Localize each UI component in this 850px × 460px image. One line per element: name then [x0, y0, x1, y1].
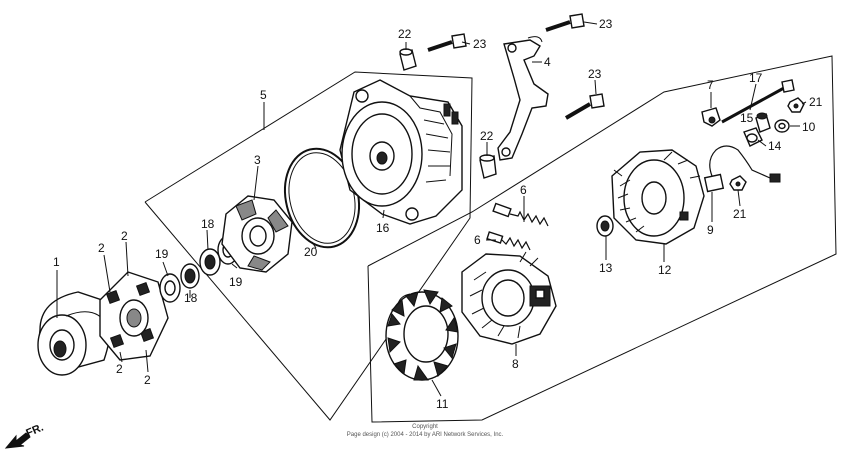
callout-2: 2 — [144, 373, 151, 387]
part-6-brush-upper[interactable] — [492, 202, 549, 227]
callout-9: 9 — [707, 223, 714, 237]
callout-3: 3 — [254, 153, 261, 167]
callout-2: 2 — [98, 241, 105, 255]
callout-2: 2 — [116, 362, 123, 376]
group-outline-front-housing — [367, 55, 837, 423]
part-2-damper[interactable] — [99, 271, 169, 361]
part-8-rectifier[interactable] — [461, 251, 557, 345]
part-7-insulator[interactable] — [701, 107, 721, 127]
part-12-front-housing[interactable] — [611, 149, 705, 245]
callout-15: 15 — [740, 111, 754, 125]
part-23-bolt-top-left[interactable] — [427, 33, 467, 52]
callout-5: 5 — [260, 88, 267, 102]
callout-19: 19 — [229, 275, 243, 289]
callout-21: 21 — [733, 207, 747, 221]
callout-21: 21 — [809, 95, 823, 109]
part-22-dowel-pin-upper[interactable] — [399, 48, 417, 71]
callout-13: 13 — [599, 261, 613, 275]
part-18-bearing-front[interactable] — [180, 263, 200, 289]
callout-17: 17 — [749, 71, 763, 85]
callout-22: 22 — [398, 27, 412, 41]
callout-labels: 1 2 2 2 2 19 18 18 19 3 5 20 16 22 23 23… — [53, 17, 823, 411]
part-11-stator[interactable] — [385, 289, 459, 381]
part-6-brush-lower[interactable] — [486, 231, 531, 251]
callout-1: 1 — [53, 255, 60, 269]
callout-12: 12 — [658, 263, 672, 277]
callout-2: 2 — [121, 229, 128, 243]
part-21-nut-lower[interactable] — [729, 175, 747, 191]
footer-copyright: Copyright — [412, 424, 438, 430]
callout-14: 14 — [768, 139, 782, 153]
part-15-terminal-bolt[interactable] — [755, 112, 771, 133]
part-19-collar-front[interactable] — [159, 273, 181, 303]
callout-23: 23 — [588, 67, 602, 81]
callout-16: 16 — [376, 221, 390, 235]
callout-10: 10 — [802, 120, 816, 134]
callout-18: 18 — [184, 291, 198, 305]
leader-lines — [56, 21, 807, 397]
callout-19: 19 — [155, 247, 169, 261]
callout-4: 4 — [544, 55, 551, 69]
callout-6: 6 — [520, 183, 527, 197]
part-16-rear-housing[interactable] — [339, 79, 463, 225]
part-23-bolt-middle[interactable] — [564, 93, 605, 120]
callout-6: 6 — [474, 233, 481, 247]
footer-page-design: Page design (c) 2004 - 2014 by ARI Netwo… — [346, 432, 504, 438]
callout-18: 18 — [201, 217, 215, 231]
group-outline-rear-housing — [144, 71, 473, 421]
part-21-nut-upper[interactable] — [787, 97, 805, 113]
callout-8: 8 — [512, 357, 519, 371]
part-17-through-bolt[interactable] — [721, 79, 795, 124]
part-14-terminal-insulator[interactable] — [743, 127, 763, 147]
callout-7: 7 — [707, 78, 714, 92]
part-3-fan[interactable] — [221, 195, 293, 273]
callout-23: 23 — [473, 37, 487, 51]
callout-11: 11 — [436, 397, 449, 411]
part-4-bracket[interactable] — [497, 36, 549, 161]
callout-23: 23 — [599, 17, 613, 31]
part-18-bearing-rear[interactable] — [199, 248, 221, 276]
part-13-seal[interactable] — [596, 215, 614, 237]
callout-20: 20 — [304, 245, 318, 259]
part-23-bolt-top-right[interactable] — [545, 13, 585, 32]
part-9-terminal[interactable] — [703, 145, 781, 193]
part-22-dowel-pin-lower[interactable] — [479, 154, 497, 179]
part-10-washer[interactable] — [774, 119, 790, 133]
callout-22: 22 — [480, 129, 494, 143]
